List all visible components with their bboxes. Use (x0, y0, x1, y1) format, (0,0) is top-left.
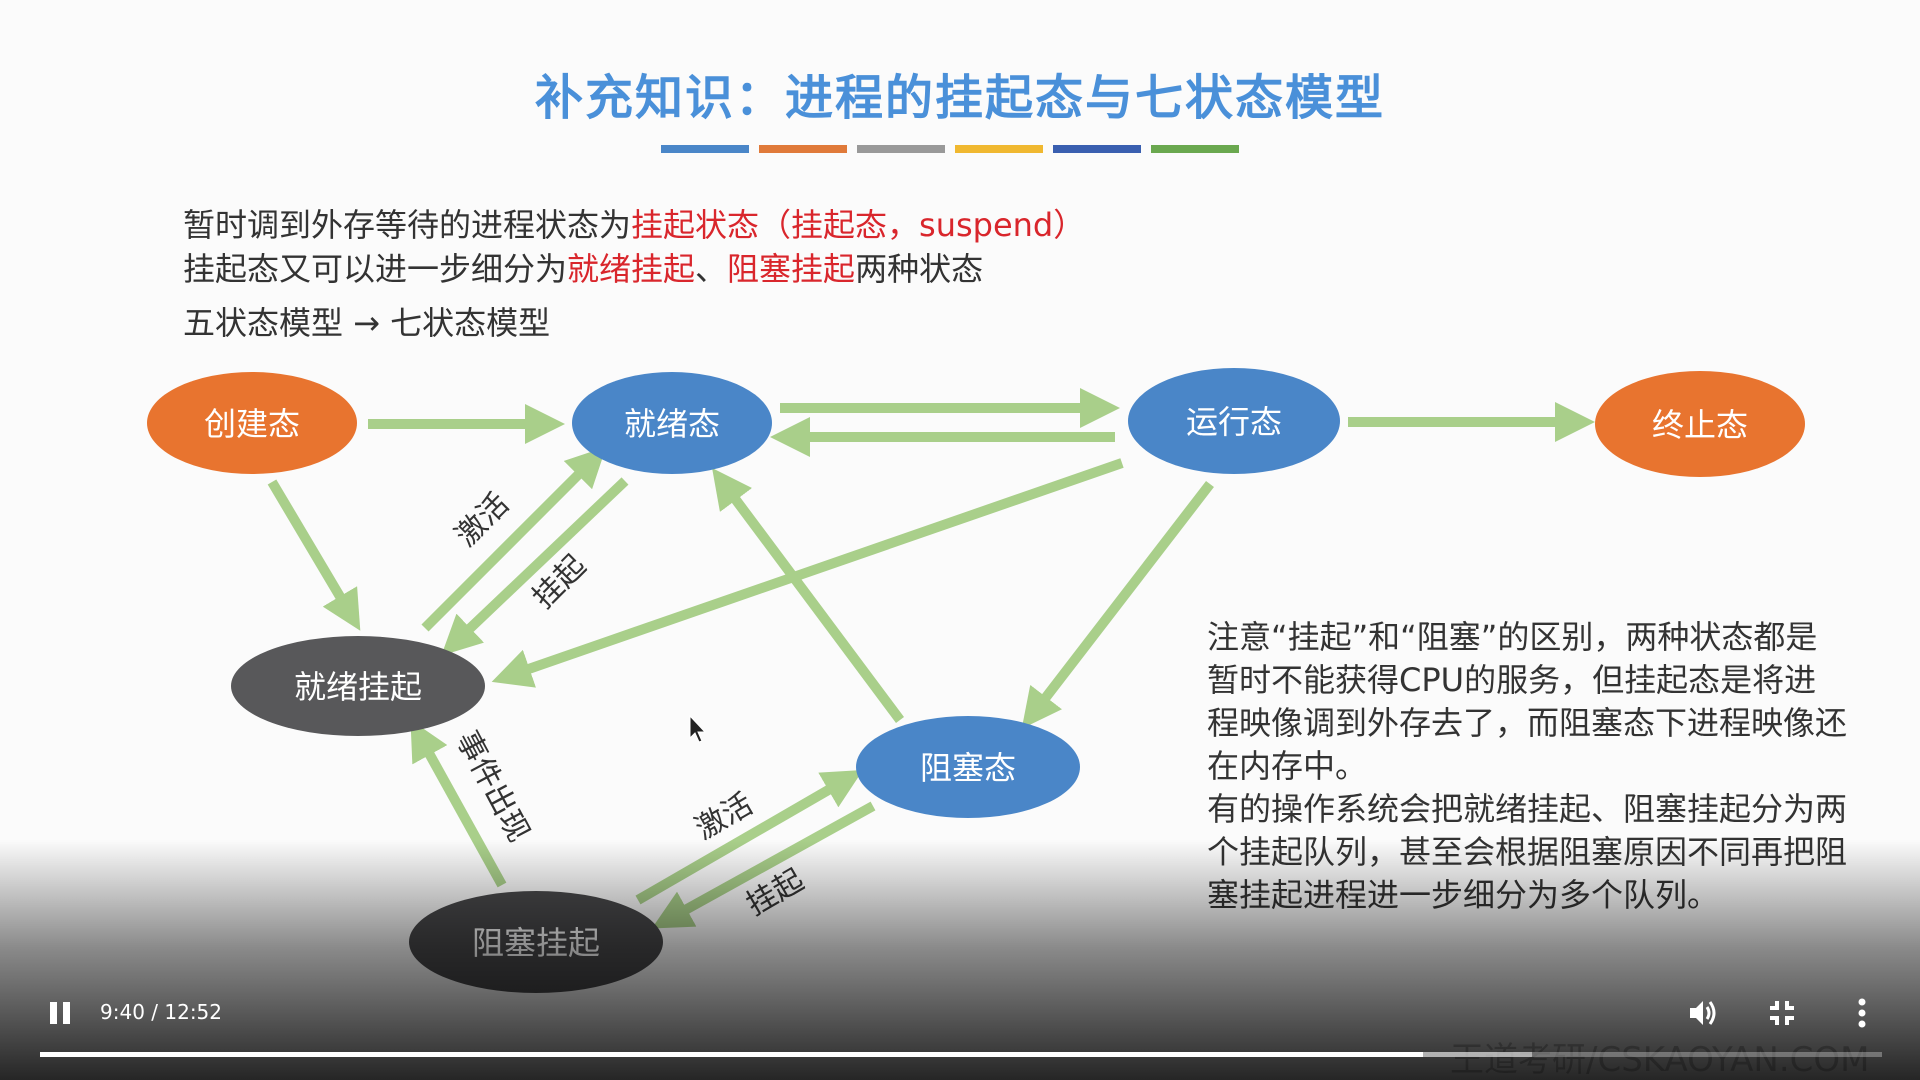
title-color-bar (661, 145, 1239, 153)
exit-fullscreen-icon (1770, 1001, 1794, 1025)
color-segment (857, 145, 945, 153)
pause-button[interactable] (46, 999, 74, 1027)
more-vert-icon (1858, 998, 1866, 1028)
intro-highlight: 就绪挂起 (567, 250, 696, 288)
arrow-running-to-blocked (1021, 480, 1214, 729)
state-ready-suspend (231, 636, 485, 736)
state-ready-suspend-label: 就绪挂起 (294, 668, 422, 706)
arrow-create-to-ready-suspend (267, 479, 361, 631)
note-paragraph-2: 有的操作系统会把就绪挂起、阻塞挂起分为两个挂起队列，甚至会根据阻塞原因不同再把阻… (1207, 790, 1848, 914)
arrow-blocked-to-ready (712, 467, 905, 723)
edge-label-suspend-ready: 挂起 (526, 548, 593, 615)
state-terminated (1595, 371, 1805, 477)
intro-highlight: 阻塞挂起 (727, 250, 856, 288)
state-create (147, 372, 357, 474)
volume-icon (1690, 1001, 1716, 1025)
state-terminated-label: 终止态 (1652, 406, 1748, 444)
exit-fullscreen-button[interactable] (1767, 998, 1797, 1028)
edge-label-event-occurs: 事件出现 (449, 725, 536, 847)
slide-title: 补充知识：进程的挂起态与七状态模型 (534, 70, 1385, 126)
mouse-cursor-icon (689, 714, 707, 743)
intro-line-3: 五状态模型 → 七状态模型 (183, 304, 551, 342)
color-segment (661, 145, 749, 153)
state-create-label: 创建态 (204, 405, 300, 443)
state-ready-label: 就绪态 (624, 405, 720, 443)
time-display: 9:40 / 12:52 (100, 1000, 223, 1024)
state-blocked-label: 阻塞态 (920, 749, 1016, 787)
arrow-ready-to-ready-suspend (441, 477, 629, 656)
state-running (1128, 368, 1340, 474)
intro-line-1: 暂时调到外存等待的进程状态为挂起状态（挂起态，suspend） (183, 200, 1085, 246)
state-blocked (856, 716, 1080, 818)
progress-played (40, 1052, 1424, 1057)
note-block: 注意“挂起”和“阻塞”的区别，两种状态都是暂时不能获得CPU的服务，但挂起态是将… (1207, 616, 1847, 917)
state-running-label: 运行态 (1186, 403, 1282, 441)
color-segment (1151, 145, 1239, 153)
volume-button[interactable] (1686, 996, 1720, 1030)
pause-icon (50, 1002, 70, 1024)
intro-line-2: 挂起态又可以进一步细分为就绪挂起、阻塞挂起两种状态 (183, 244, 983, 290)
intro-text: 挂起态又可以进一步细分为 (183, 250, 568, 288)
color-segment (1053, 145, 1141, 153)
state-ready (572, 372, 772, 474)
arrow-ready-suspend-to-ready (421, 446, 607, 632)
intro-text: 、 (695, 250, 728, 288)
color-segment (955, 145, 1043, 153)
intro-text: 暂时调到外存等待的进程状态为 (183, 206, 632, 244)
arrow-running-to-ready-suspend (491, 458, 1124, 688)
color-segment (759, 145, 847, 153)
note-paragraph-1: 注意“挂起”和“阻塞”的区别，两种状态都是暂时不能获得CPU的服务，但挂起态是将… (1207, 618, 1848, 785)
more-options-button[interactable] (1850, 996, 1874, 1030)
intro-highlight: 挂起状态（挂起态，suspend） (631, 206, 1086, 244)
progress-bar[interactable] (40, 1052, 1882, 1057)
intro-text: 两种状态 (855, 250, 984, 288)
state-blocked-suspend-label: 阻塞挂起 (472, 924, 600, 962)
